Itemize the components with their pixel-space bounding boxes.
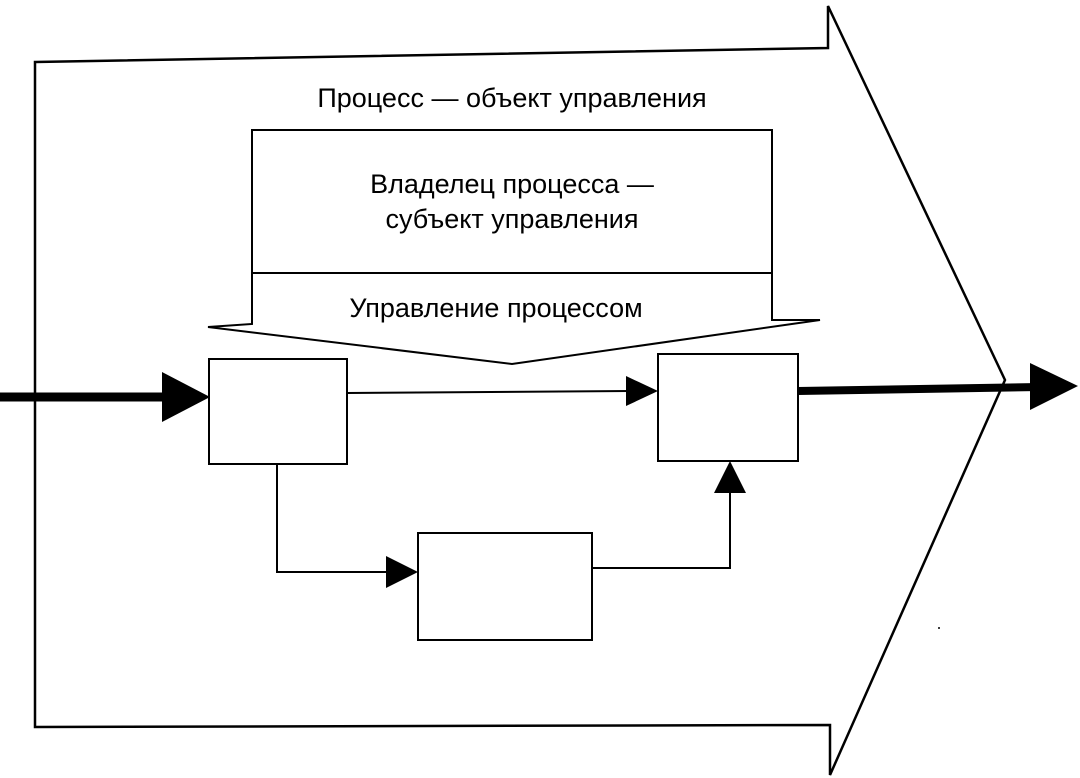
connector-step1-step2 bbox=[276, 464, 392, 573]
process-chevron-outline bbox=[33, 5, 1007, 776]
connector-step2-step3-arrowhead bbox=[714, 461, 746, 493]
owner-label-line2: субъект управления bbox=[385, 204, 638, 234]
scan-speck bbox=[938, 627, 940, 629]
control-arrow bbox=[207, 273, 821, 366]
output-arrowhead bbox=[1030, 363, 1078, 410]
owner-box bbox=[251, 129, 773, 274]
connector-step1-step3-arrowhead bbox=[626, 376, 658, 406]
connector-step1-step3 bbox=[346, 390, 631, 394]
step-box-2 bbox=[417, 532, 593, 641]
connector-step1-step2-arrowhead bbox=[386, 556, 418, 588]
input-arrowhead bbox=[162, 372, 210, 422]
owner-label-line1: Владелец процесса — bbox=[370, 169, 654, 199]
connector-step2-step3 bbox=[592, 490, 731, 569]
output-arrow-shaft bbox=[797, 383, 1041, 395]
step-box-3 bbox=[657, 353, 799, 462]
step-box-1 bbox=[208, 358, 348, 465]
process-label: Процесс — объект управления bbox=[317, 83, 706, 113]
control-label: Управление процессом bbox=[349, 293, 642, 323]
